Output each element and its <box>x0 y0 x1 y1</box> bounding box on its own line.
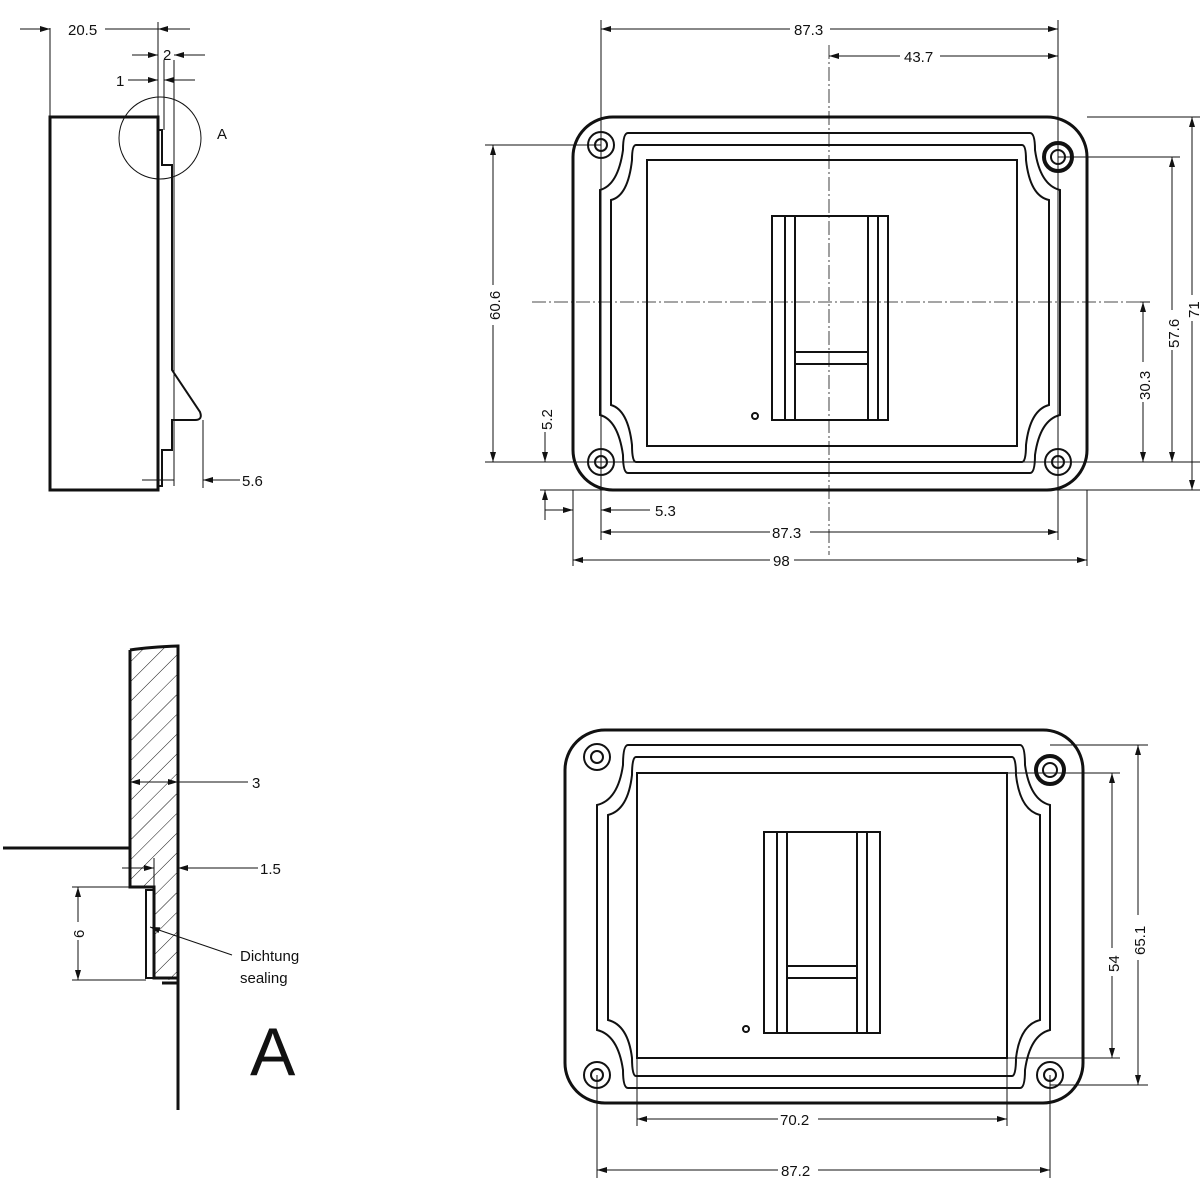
sealing-gasket <box>145 889 155 979</box>
dim-vertical-holes: 60.6 <box>487 291 504 320</box>
fingerprint-sensor <box>771 215 889 421</box>
dim-step-1: 1 <box>116 73 124 90</box>
detail-marker-label: A <box>217 126 227 143</box>
label-sealing: sealing <box>240 970 288 987</box>
flange-inner-outline <box>610 144 1050 463</box>
dim-hole-width: 87.2 <box>781 1163 810 1180</box>
dim-seal-height: 6 <box>71 930 88 938</box>
dim-screen-height: 54 <box>1106 955 1123 972</box>
dim-screen-width: 70.2 <box>780 1112 809 1129</box>
dim-overall-height: 71 <box>1186 301 1200 318</box>
dim-step-2: 2 <box>163 47 171 64</box>
cutout-view: 54 65.1 70.2 87.2 <box>563 728 1149 1180</box>
label-dichtung: Dichtung <box>240 948 299 965</box>
led-indicator <box>751 412 759 420</box>
mounting-holes <box>583 743 1066 1089</box>
display-panel <box>646 159 1018 447</box>
dim-overall-width: 98 <box>773 553 790 570</box>
dim-step: 1.5 <box>260 861 281 878</box>
detail-a: 6 3 1.5 Dichtung sealing A <box>3 644 299 1110</box>
dim-height: 65.1 <box>1132 926 1149 955</box>
dim-half-height: 30.3 <box>1137 371 1154 400</box>
flange-inner-outline <box>607 756 1041 1077</box>
outer-frame <box>563 728 1085 1105</box>
display-panel <box>636 772 1008 1059</box>
detail-title: A <box>250 1014 296 1090</box>
dim-hole-spacing-top: 87.3 <box>794 22 823 39</box>
flange-outline <box>596 744 1051 1089</box>
dim-hole-spacing-bottom: 87.3 <box>772 525 801 542</box>
mounting-holes <box>587 131 1074 476</box>
outer-frame <box>571 115 1089 492</box>
dim-hole-edge-v: 5.2 <box>539 409 556 430</box>
housing-body <box>48 115 160 492</box>
dim-depth: 20.5 <box>68 22 97 39</box>
dim-center-offset: 43.7 <box>904 49 933 66</box>
dim-latch: 5.6 <box>242 473 263 490</box>
flange-outline <box>599 132 1061 474</box>
fingerprint-sensor <box>763 831 881 1034</box>
dim-thickness: 3 <box>252 775 260 792</box>
dim-hole-height: 57.6 <box>1166 319 1183 348</box>
front-plate <box>158 129 202 487</box>
dim-hole-edge-h: 5.3 <box>655 503 676 520</box>
side-view: A 20.5 2 1 5.6 <box>20 22 263 492</box>
detail-circle <box>118 96 202 180</box>
front-view: 87.3 43.7 60.6 5.2 5.3 87.3 98 30.3 57.6… <box>484 20 1200 570</box>
led-indicator <box>742 1025 750 1033</box>
